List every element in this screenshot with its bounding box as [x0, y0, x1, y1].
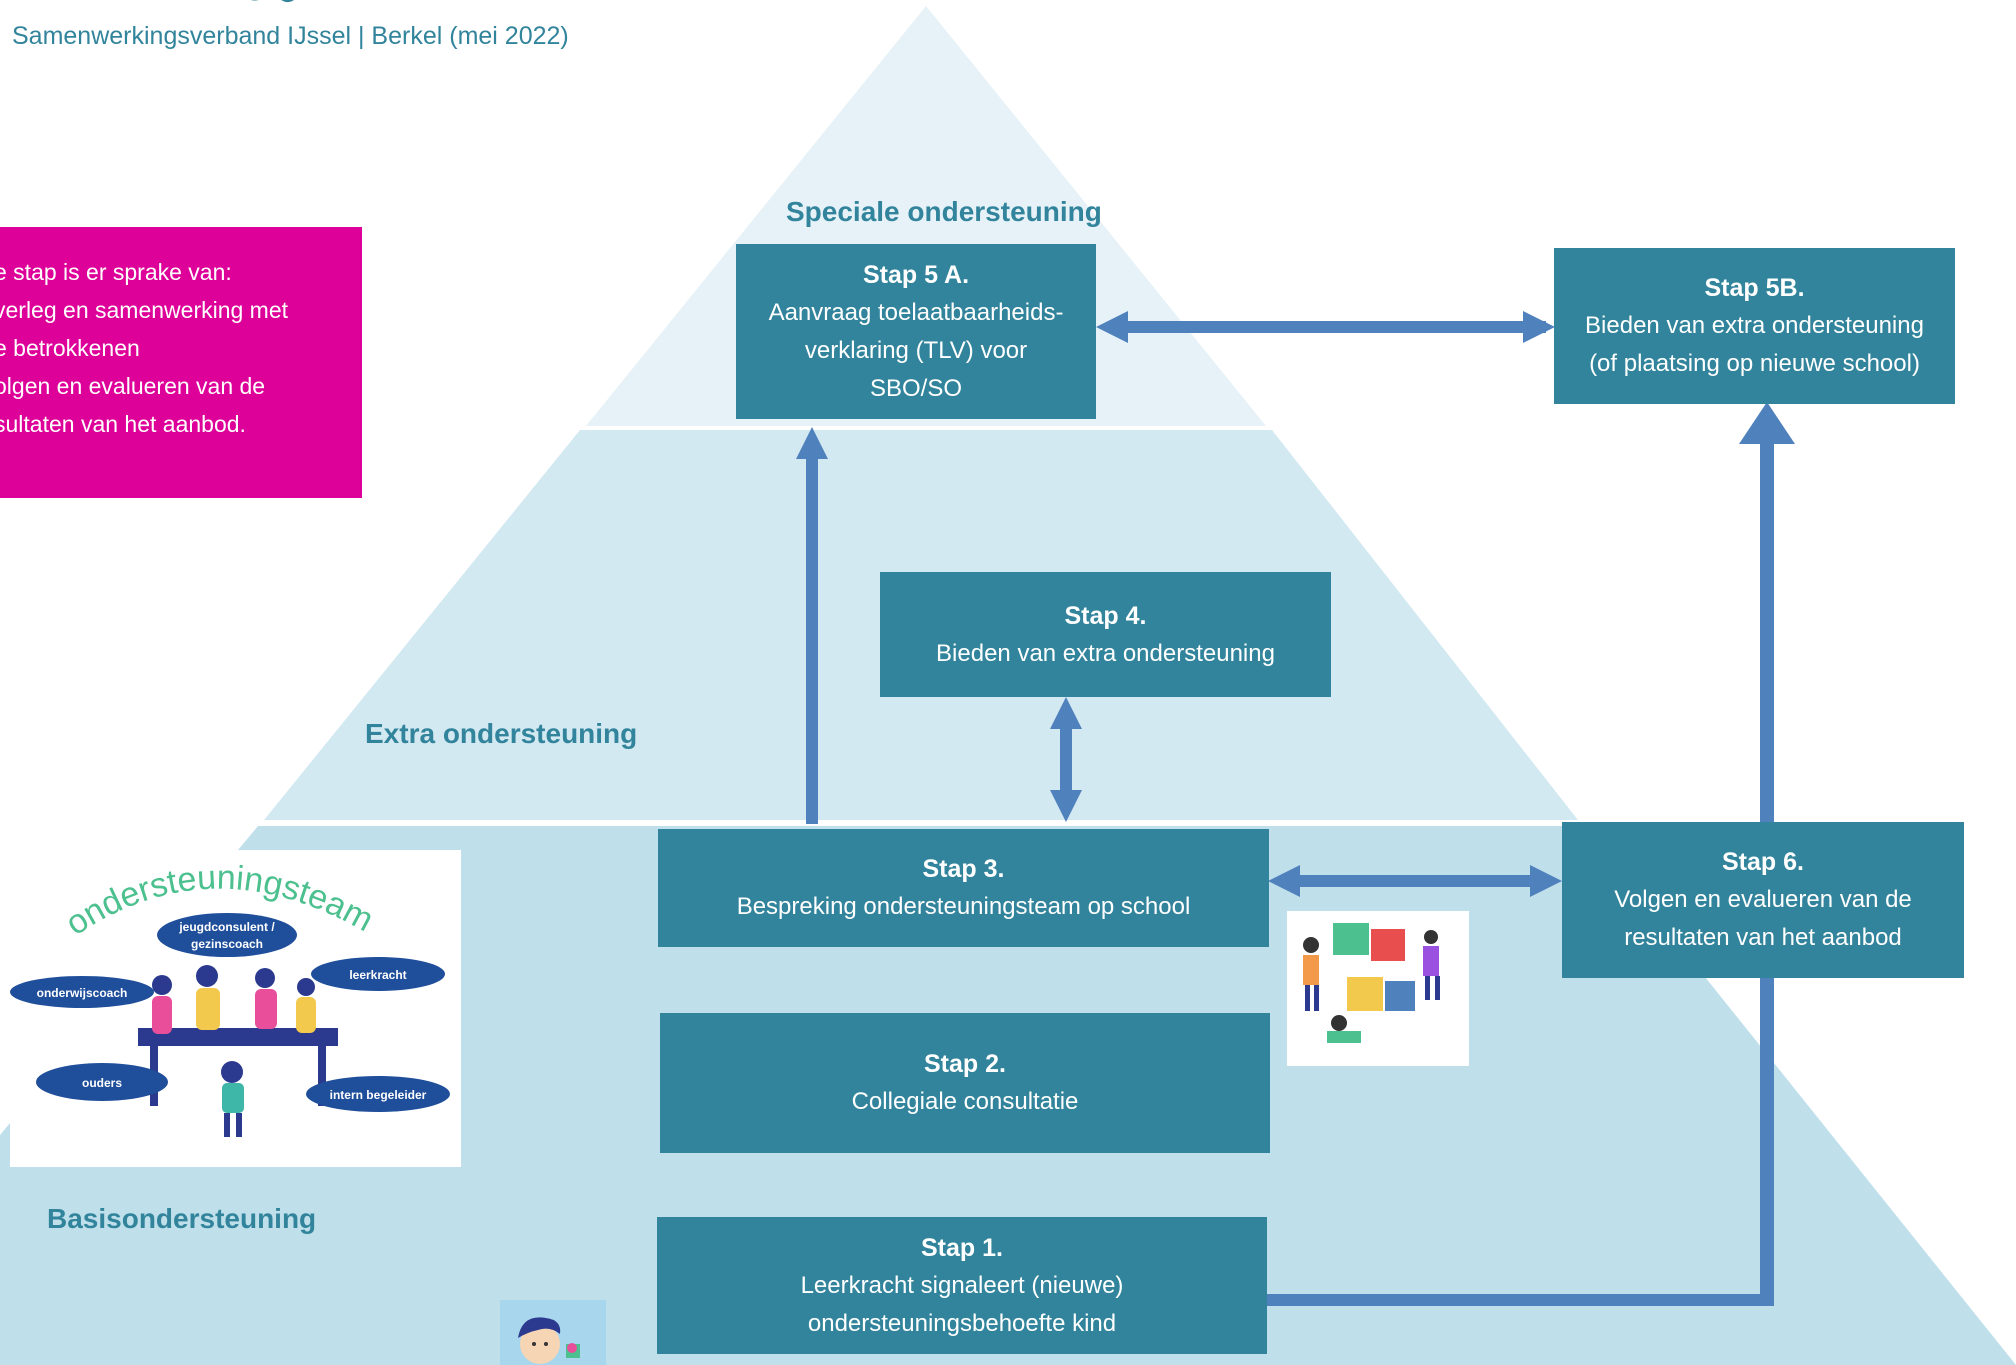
- role-label: jeugdconsulent /: [178, 920, 275, 934]
- title-fragment: [238, 0, 308, 4]
- step-2-title: Stap 2.: [924, 1050, 1006, 1078]
- puzzle-illustration: [1287, 911, 1469, 1066]
- level-label-basis: Basisondersteuning: [47, 1203, 317, 1234]
- step-6-title: Stap 6.: [1722, 848, 1804, 876]
- page-subtitle: Samenwerkingsverband IJssel | Berkel (me…: [12, 22, 569, 50]
- note-line: sultaten van het aanbod.: [0, 411, 246, 437]
- step-5b-line: Bieden van extra ondersteuning: [1585, 312, 1924, 339]
- step-6-line: Volgen en evalueren van de: [1614, 886, 1912, 913]
- step-2-line: Collegiale consultatie: [851, 1088, 1079, 1115]
- step-3-box[interactable]: Stap 3. Bespreking ondersteuningsteam op…: [658, 829, 1269, 947]
- note-line: e betrokkenen: [0, 335, 140, 361]
- role-label: onderwijscoach: [37, 986, 128, 1000]
- role-label: ouders: [82, 1076, 122, 1090]
- step-1-line: Leerkracht signaleert (nieuwe): [800, 1271, 1124, 1299]
- child-illustration: [500, 1300, 606, 1365]
- step-4-title: Stap 4.: [1064, 601, 1147, 630]
- step-5a-title: Stap 5 A.: [862, 260, 970, 289]
- level-label-extra: Extra ondersteuning: [365, 718, 638, 749]
- step-5a-box[interactable]: Stap 5 A. Aanvraag toelaatbaarheids- ver…: [736, 244, 1096, 419]
- step-5a-line: Aanvraag toelaatbaarheids-: [768, 298, 1064, 326]
- step-1-title: Stap 1.: [921, 1233, 1003, 1262]
- step-1-box[interactable]: Stap 1. Leerkracht signaleert (nieuwe) o…: [657, 1217, 1267, 1354]
- note-line: verleg en samenwerking met: [0, 297, 289, 323]
- step-5b-line: (of plaatsing op nieuwe school): [1589, 350, 1920, 377]
- step-3-line: Bespreking ondersteuningsteam op school: [736, 893, 1191, 920]
- step-2-box[interactable]: Stap 2. Collegiale consultatie: [660, 1013, 1270, 1153]
- ondersteuningsteam-illustration: ondersteuningsteam jeugdconsulent / gezi…: [10, 850, 461, 1167]
- step-1-line: ondersteuningsbehoefte kind: [807, 1309, 1117, 1337]
- role-label: intern begeleider: [330, 1088, 427, 1102]
- step-5b-box[interactable]: Stap 5B. Bieden van extra ondersteuning …: [1554, 248, 1955, 404]
- step-5a-line: verklaring (TLV) voor: [804, 336, 1028, 364]
- note-line: e stap is er sprake van:: [0, 259, 232, 285]
- role-label: gezinscoach: [191, 937, 263, 951]
- step-6-line: resultaten van het aanbod: [1624, 924, 1902, 951]
- step-5b-title: Stap 5B.: [1704, 274, 1805, 302]
- step-5a-line: SBO/SO: [869, 374, 963, 402]
- level-label-speciaal: Speciale ondersteuning: [786, 196, 1102, 227]
- step-6-box[interactable]: Stap 6. Volgen en evalueren van de resul…: [1562, 822, 1964, 978]
- step-3-title: Stap 3.: [922, 855, 1005, 883]
- role-label: leerkracht: [349, 968, 406, 982]
- step-4-line: Bieden van extra ondersteuning: [936, 639, 1275, 667]
- note-line: olgen en evalueren van de: [0, 373, 266, 399]
- step-4-box[interactable]: Stap 4. Bieden van extra ondersteuning: [880, 572, 1331, 697]
- note-box: e stap is er sprake van: verleg en samen…: [0, 227, 362, 498]
